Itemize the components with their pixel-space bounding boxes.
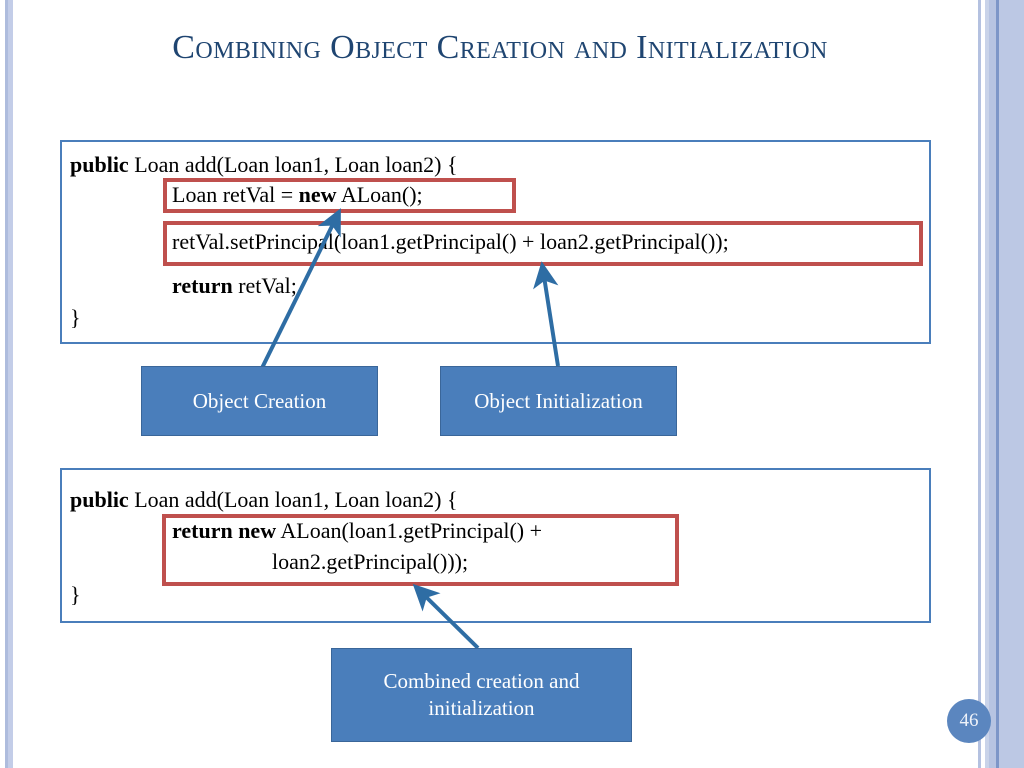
callout-combined-creation-initialization[interactable]: Combined creation and initialization: [331, 648, 632, 742]
code-panel-combined-creation: public Loan add(Loan loan1, Loan loan2) …: [60, 468, 931, 623]
callout-combined-label: Combined creation and initialization: [383, 669, 580, 720]
keyword-return: return: [172, 273, 233, 298]
code-line-declaration: Loan retVal = new ALoan();: [172, 182, 423, 209]
right-edge-stripe-2: [981, 0, 985, 768]
code2-line-closing-brace: }: [70, 582, 81, 607]
keyword-public: public: [70, 152, 129, 177]
code-decl-pre: Loan retVal =: [172, 182, 299, 207]
code-line-closing-brace: }: [70, 305, 81, 330]
code-line-return: return retVal;: [172, 273, 297, 300]
keyword-public-2: public: [70, 487, 129, 512]
left-edge-stripe-inner: [8, 0, 13, 768]
code-panel-separate-creation: public Loan add(Loan loan1, Loan loan2) …: [60, 140, 931, 344]
code-line-setprincipal: retVal.setPrincipal(loan1.getPrincipal()…: [172, 229, 729, 254]
callout-object-initialization-label: Object Initialization: [474, 388, 643, 413]
slide-title: Combining Object Creation and Initializa…: [172, 29, 828, 66]
right-edge-stripe-1: [978, 0, 981, 768]
code-return-rest: retVal;: [232, 273, 297, 298]
code2-line-return-new: return new ALoan(loan1.getPrincipal() +: [172, 518, 542, 545]
left-edge-stripe-outer: [5, 0, 8, 768]
code-line-signature-rest: Loan add(Loan loan1, Loan loan2) {: [128, 152, 458, 177]
code2-line-continuation: loan2.getPrincipal()));: [272, 549, 469, 574]
right-edge-stripe-3: [985, 0, 989, 768]
callout-object-creation-label: Object Creation: [192, 388, 327, 413]
right-edge-stripe-6: [999, 0, 1024, 768]
keyword-new: new: [298, 182, 337, 207]
right-edge-stripe-5: [996, 0, 999, 768]
callout-object-creation[interactable]: Object Creation: [141, 366, 378, 436]
right-edge-stripe-4: [989, 0, 996, 768]
page-number-badge: 46: [947, 699, 991, 743]
code-line-signature: public Loan add(Loan loan1, Loan loan2) …: [70, 152, 458, 179]
code2-signature-rest: Loan add(Loan loan1, Loan loan2) {: [128, 487, 458, 512]
code2-line-signature: public Loan add(Loan loan1, Loan loan2) …: [70, 487, 458, 514]
code2-return-rest: ALoan(loan1.getPrincipal() +: [276, 518, 543, 543]
callout-object-initialization[interactable]: Object Initialization: [440, 366, 677, 436]
keyword-return-new: return new: [172, 518, 277, 543]
code-decl-rest: ALoan();: [336, 182, 423, 207]
